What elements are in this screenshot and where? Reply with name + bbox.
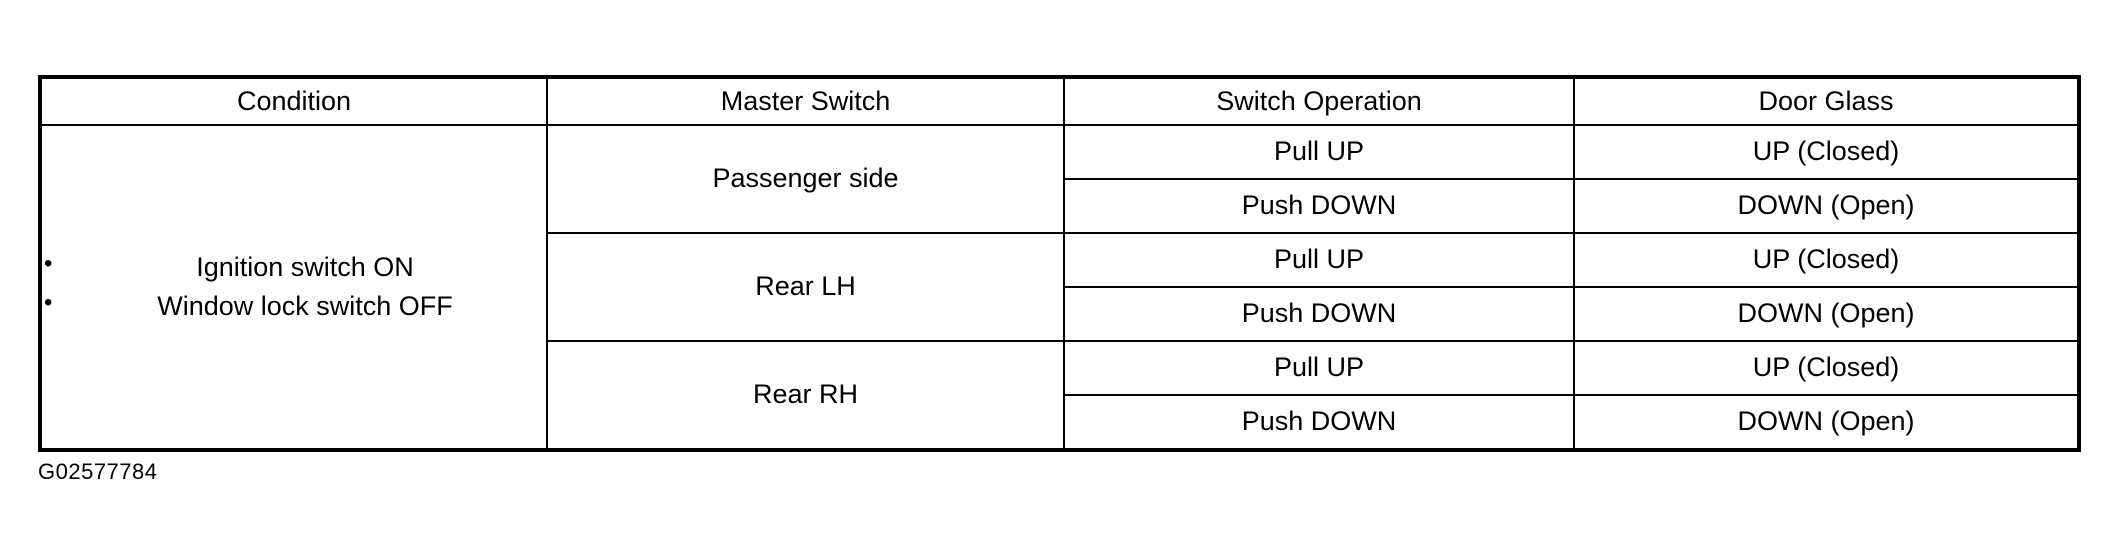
door-glass-cell: DOWN (Open) (1573, 286, 2080, 342)
power-window-operation-table: Condition Master Switch Switch Operation… (38, 75, 2081, 452)
table-header: Condition Master Switch Switch Operation… (39, 76, 2080, 126)
figure-id-caption: G02577784 (38, 459, 158, 484)
table-row: Rear RH Pull UP UP (Closed) (40, 340, 2080, 451)
door-glass-cell: DOWN (Open) (1573, 178, 2080, 234)
switch-operation-cell: Push DOWN (1063, 394, 1575, 451)
door-glass-cell: UP (Closed) (1573, 340, 2080, 396)
column-header-switch-operation: Switch Operation (1063, 76, 1575, 126)
column-header-condition: Condition (39, 76, 548, 126)
switch-operation-cell: Pull UP (1063, 124, 1575, 180)
door-glass-cell: UP (Closed) (1573, 232, 2080, 288)
table-row: Push DOWN DOWN (Open) (40, 178, 2080, 234)
table-header-row: Condition Master Switch Switch Operation… (39, 76, 2080, 126)
table-body: Ignition switch ON Window lock switch OF… (39, 124, 2080, 451)
condition-bullet-list: Ignition switch ON Window lock switch OF… (42, 247, 546, 326)
column-header-master-switch: Master Switch (546, 76, 1065, 126)
condition-cell: Ignition switch ON Window lock switch OF… (39, 124, 548, 451)
condition-bullet-item: Window lock switch OFF (42, 286, 546, 326)
master-switch-cell-rear-rh: Rear RH (546, 340, 1065, 451)
switch-operation-cell: Pull UP (1063, 232, 1575, 288)
table-row: Ignition switch ON Window lock switch OF… (39, 124, 2080, 451)
master-switch-cell-passenger-side: Passenger side (546, 124, 1065, 234)
table-row: Push DOWN DOWN (Open) (40, 286, 2080, 342)
switch-operation-cell: Push DOWN (1063, 178, 1575, 234)
column-header-door-glass: Door Glass (1573, 76, 2080, 126)
switch-operation-cell: Push DOWN (1063, 286, 1575, 342)
master-switch-cell-rear-lh: Rear LH (546, 232, 1065, 342)
table-row: Push DOWN DOWN (Open) (40, 394, 2080, 451)
door-glass-cell: UP (Closed) (1573, 124, 2080, 180)
door-glass-cell: DOWN (Open) (1573, 394, 2080, 451)
condition-bullet-item: Ignition switch ON (42, 247, 546, 287)
switch-operation-cell: Pull UP (1063, 340, 1575, 396)
table-row: Rear LH Pull UP UP (Closed) (40, 232, 2080, 342)
